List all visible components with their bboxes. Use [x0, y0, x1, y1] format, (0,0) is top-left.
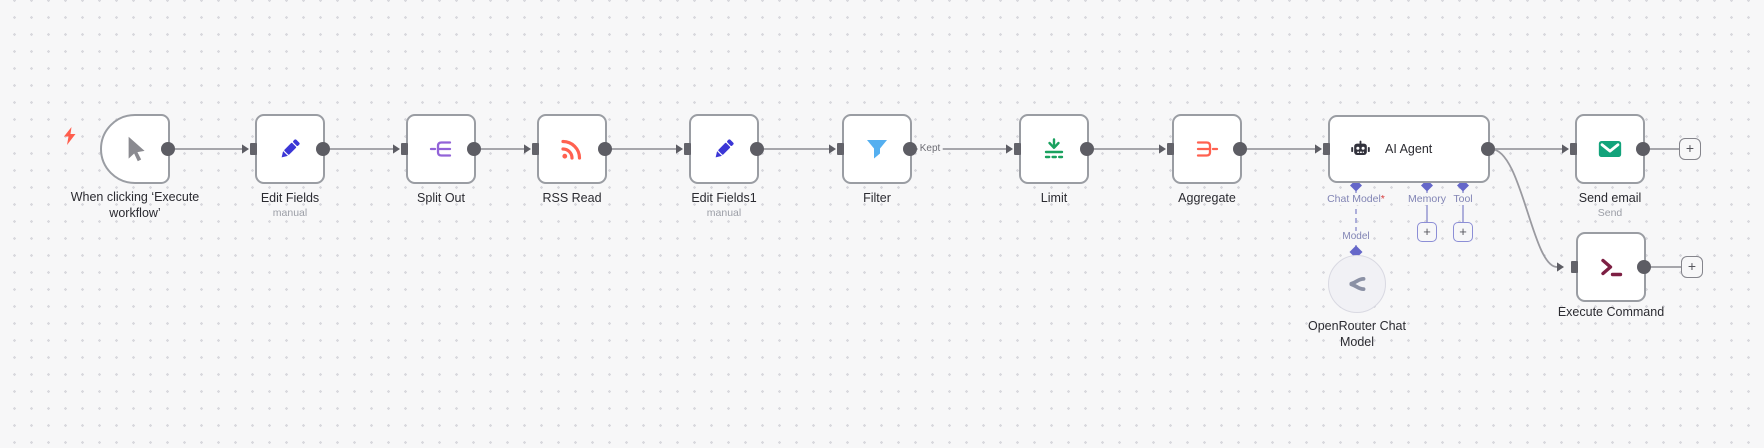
- robot-icon: [1351, 140, 1370, 155]
- node-label: Limit: [1040, 191, 1068, 205]
- ai-agent-memory-port-label: Memory: [1406, 193, 1448, 205]
- input-port[interactable]: [250, 143, 257, 155]
- arrowhead-icon: [1315, 144, 1322, 154]
- node-label: RSS Read: [542, 191, 602, 205]
- input-port[interactable]: [1167, 143, 1174, 155]
- port-label-text: Chat Model: [1327, 193, 1381, 205]
- node-label: AI Agent: [1385, 142, 1433, 156]
- envelope-icon: [1598, 141, 1622, 157]
- node-manual-trigger[interactable]: [100, 114, 175, 184]
- node-split-out[interactable]: [401, 114, 481, 184]
- input-port[interactable]: [532, 143, 539, 155]
- arrowhead-icon: [676, 144, 683, 154]
- add-tool-button[interactable]: +: [1453, 222, 1473, 242]
- funnel-icon: [867, 140, 887, 159]
- node-ai-agent[interactable]: AI Agent: [1323, 115, 1495, 183]
- node-label: Send email: [1578, 191, 1642, 205]
- output-port[interactable]: [1637, 260, 1651, 274]
- node-label: Filter: [863, 191, 891, 205]
- node-label: Execute Command: [1557, 305, 1665, 319]
- node-sublabel: manual: [706, 207, 742, 219]
- openrouter-icon: [1349, 276, 1366, 292]
- node-openrouter-chat-model[interactable]: [1328, 255, 1386, 313]
- node-send-email[interactable]: [1570, 114, 1650, 184]
- rss-icon: [561, 139, 582, 160]
- add-node-after-execute-command-button[interactable]: +: [1681, 256, 1703, 278]
- output-port[interactable]: [903, 142, 917, 156]
- aggregate-icon: [1196, 141, 1219, 157]
- arrowhead-icon: [242, 144, 249, 154]
- input-port[interactable]: [1323, 143, 1330, 155]
- output-port[interactable]: [598, 142, 612, 156]
- node-execute-command[interactable]: [1571, 232, 1651, 302]
- required-marker: *: [1380, 193, 1385, 205]
- node-aggregate[interactable]: [1167, 114, 1247, 184]
- input-port[interactable]: [401, 143, 408, 155]
- input-port[interactable]: [837, 143, 844, 155]
- node-label: When clicking ‘Execute workflow’: [70, 190, 200, 221]
- output-port[interactable]: [750, 142, 764, 156]
- input-port[interactable]: [684, 143, 691, 155]
- arrowhead-icon: [1562, 144, 1569, 154]
- trigger-bolt-icon: [64, 127, 76, 145]
- node-label: Split Out: [417, 191, 465, 205]
- pencil-icon: [715, 139, 734, 158]
- output-port[interactable]: [467, 142, 481, 156]
- add-node-after-send-email-button[interactable]: +: [1679, 138, 1701, 160]
- cursor-icon: [128, 136, 145, 162]
- arrowhead-icon: [1006, 144, 1013, 154]
- ai-agent-chat-model-port-label: Chat Model*: [1325, 193, 1387, 205]
- output-port[interactable]: [161, 142, 175, 156]
- input-port[interactable]: [1014, 143, 1021, 155]
- node-sublabel: manual: [272, 207, 308, 219]
- node-sublabel: Send: [1597, 207, 1623, 219]
- arrowhead-icon: [393, 144, 400, 154]
- node-label: Aggregate: [1178, 191, 1236, 205]
- arrowhead-icon: [1557, 262, 1564, 272]
- output-port[interactable]: [1233, 142, 1247, 156]
- connection-aiagent-executecommand[interactable]: [1490, 148, 1558, 268]
- input-port[interactable]: [1570, 143, 1577, 155]
- input-port[interactable]: [1571, 261, 1578, 273]
- terminal-icon: [1601, 258, 1623, 277]
- node-filter[interactable]: [837, 114, 917, 184]
- node-label: Edit Fields: [260, 191, 320, 205]
- model-connector-label: Model: [1340, 231, 1372, 242]
- node-edit-fields[interactable]: [250, 114, 330, 184]
- node-rss-read[interactable]: [532, 114, 612, 184]
- node-label: OpenRouter Chat Model: [1308, 319, 1406, 350]
- node-limit[interactable]: [1014, 114, 1094, 184]
- pencil-icon: [281, 139, 300, 158]
- arrowhead-icon: [524, 144, 531, 154]
- filter-output-branch-label: Kept: [917, 143, 943, 154]
- node-label: Edit Fields1: [691, 191, 757, 205]
- node-edit-fields1[interactable]: [684, 114, 764, 184]
- limit-icon: [1044, 138, 1064, 159]
- add-memory-button[interactable]: +: [1417, 222, 1437, 242]
- arrowhead-icon: [829, 144, 836, 154]
- split-icon: [429, 141, 452, 157]
- output-port[interactable]: [1636, 142, 1650, 156]
- arrowhead-icon: [1159, 144, 1166, 154]
- output-port[interactable]: [316, 142, 330, 156]
- ai-agent-tool-port-label: Tool: [1451, 193, 1475, 205]
- output-port[interactable]: [1080, 142, 1094, 156]
- output-port[interactable]: [1481, 142, 1495, 156]
